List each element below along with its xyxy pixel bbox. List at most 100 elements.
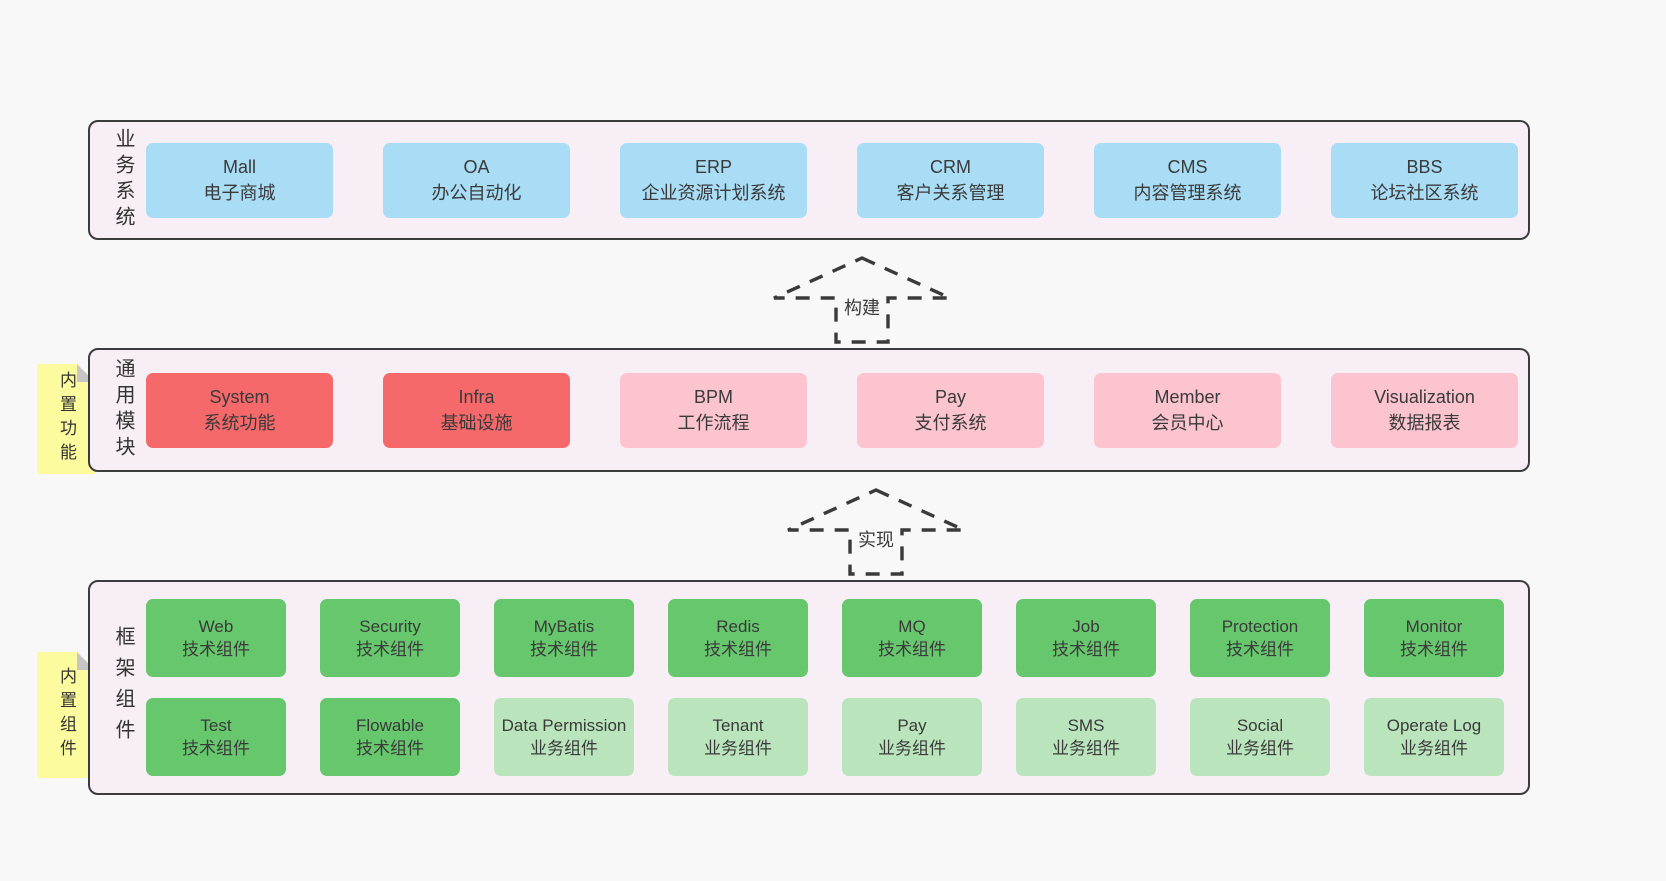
box-subtitle: 技术组件 [878, 640, 946, 659]
box-title: Mall [222, 157, 256, 177]
box-title: Pay [934, 387, 967, 407]
box-title: Member [1154, 387, 1221, 407]
module-box-security: Security 技术组件 [320, 599, 460, 677]
box-title: Job [1072, 617, 1100, 636]
box-title: BBS [1406, 157, 1443, 177]
box-subtitle: 技术组件 [1052, 640, 1120, 659]
arrow-build: 构建 [772, 256, 952, 344]
box-title: Pay [897, 716, 927, 735]
box-subtitle: 技术组件 [356, 640, 424, 659]
box-title: Visualization [1374, 387, 1475, 407]
box-title: MQ [898, 617, 926, 636]
box-subtitle: 技术组件 [182, 640, 250, 659]
module-box-mybatis: MyBatis 技术组件 [494, 599, 634, 677]
arrow-build-label: 构建 [839, 294, 885, 322]
note-builtin-components-text: 内置组件 [57, 667, 76, 763]
box-title: ERP [694, 157, 732, 177]
module-box-bbs: BBS 论坛社区系统 [1331, 142, 1518, 218]
module-box-test: Test 技术组件 [146, 698, 286, 776]
box-title: Test [200, 716, 232, 735]
box-title: Web [198, 617, 234, 636]
box-subtitle: 内容管理系统 [1133, 183, 1242, 203]
module-box-member: Member 会员中心 [1094, 372, 1281, 448]
sticky-note-builtin-features: 内置功能 [37, 364, 95, 474]
box-subtitle: 系统功能 [203, 413, 276, 433]
module-box-bpm: BPM 工作流程 [620, 372, 807, 448]
module-box-flowable: Flowable 技术组件 [320, 698, 460, 776]
module-box-data-permission: Data Permission 业务组件 [494, 698, 634, 776]
box-subtitle: 业务组件 [1400, 739, 1468, 758]
box-title: Protection [1221, 617, 1299, 636]
box-title: CMS [1167, 157, 1208, 177]
layer-business-label: 业务系统 [112, 128, 134, 232]
box-subtitle: 技术组件 [1400, 640, 1468, 659]
module-box-infra: Infra 基础设施 [383, 372, 570, 448]
sticky-note-builtin-components: 内置组件 [37, 652, 95, 778]
box-title: CRM [930, 157, 971, 177]
box-title: Data Permission [501, 716, 627, 735]
module-box-job: Job 技术组件 [1016, 599, 1156, 677]
module-box-web: Web 技术组件 [146, 599, 286, 677]
module-box-operate-log: Operate Log 业务组件 [1364, 698, 1504, 776]
box-subtitle: 业务组件 [1052, 739, 1120, 758]
module-box-protection: Protection 技术组件 [1190, 599, 1330, 677]
box-title: OA [463, 157, 490, 177]
box-subtitle: 技术组件 [182, 739, 250, 758]
up-block-arrow-icon [773, 256, 951, 344]
box-subtitle: 技术组件 [530, 640, 598, 659]
box-subtitle: 技术组件 [704, 640, 772, 659]
arrow-implement-label: 实现 [853, 526, 899, 554]
module-box-redis: Redis 技术组件 [668, 599, 808, 677]
module-box-pay: Pay 业务组件 [842, 698, 982, 776]
box-subtitle: 电子商城 [203, 183, 276, 203]
box-subtitle: 技术组件 [1226, 640, 1294, 659]
box-subtitle: 业务组件 [878, 739, 946, 758]
box-subtitle: 论坛社区系统 [1370, 183, 1479, 203]
box-subtitle: 工作流程 [677, 413, 750, 433]
module-box-mq: MQ 技术组件 [842, 599, 982, 677]
layer-components-label: 框架组件 [112, 625, 134, 750]
note-builtin-features-text: 内置功能 [57, 371, 76, 467]
box-title: MyBatis [533, 617, 595, 636]
box-subtitle: 客户关系管理 [896, 183, 1005, 203]
arrow-implement: 实现 [786, 488, 966, 576]
module-box-mall: Mall 电子商城 [146, 142, 333, 218]
layer-modules-label: 通用模块 [112, 358, 134, 462]
box-subtitle: 企业资源计划系统 [641, 183, 786, 203]
box-title: Social [1236, 716, 1284, 735]
box-subtitle: 会员中心 [1151, 413, 1224, 433]
up-block-arrow-icon [787, 488, 965, 576]
box-subtitle: 业务组件 [530, 739, 598, 758]
box-title: Redis [716, 617, 760, 636]
box-subtitle: 业务组件 [704, 739, 772, 758]
box-title: BPM [693, 387, 733, 407]
module-box-pay: Pay 支付系统 [857, 372, 1044, 448]
box-title: Tenant [712, 716, 764, 735]
module-box-social: Social 业务组件 [1190, 698, 1330, 776]
module-box-tenant: Tenant 业务组件 [668, 698, 808, 776]
box-subtitle: 支付系统 [914, 413, 987, 433]
module-box-cms: CMS 内容管理系统 [1094, 142, 1281, 218]
box-subtitle: 业务组件 [1226, 739, 1294, 758]
box-subtitle: 技术组件 [356, 739, 424, 758]
box-title: Infra [458, 387, 495, 407]
box-subtitle: 基础设施 [440, 413, 513, 433]
box-title: Operate Log [1386, 716, 1482, 735]
box-title: Security [359, 617, 421, 636]
box-title: Flowable [355, 716, 425, 735]
module-box-crm: CRM 客户关系管理 [857, 142, 1044, 218]
